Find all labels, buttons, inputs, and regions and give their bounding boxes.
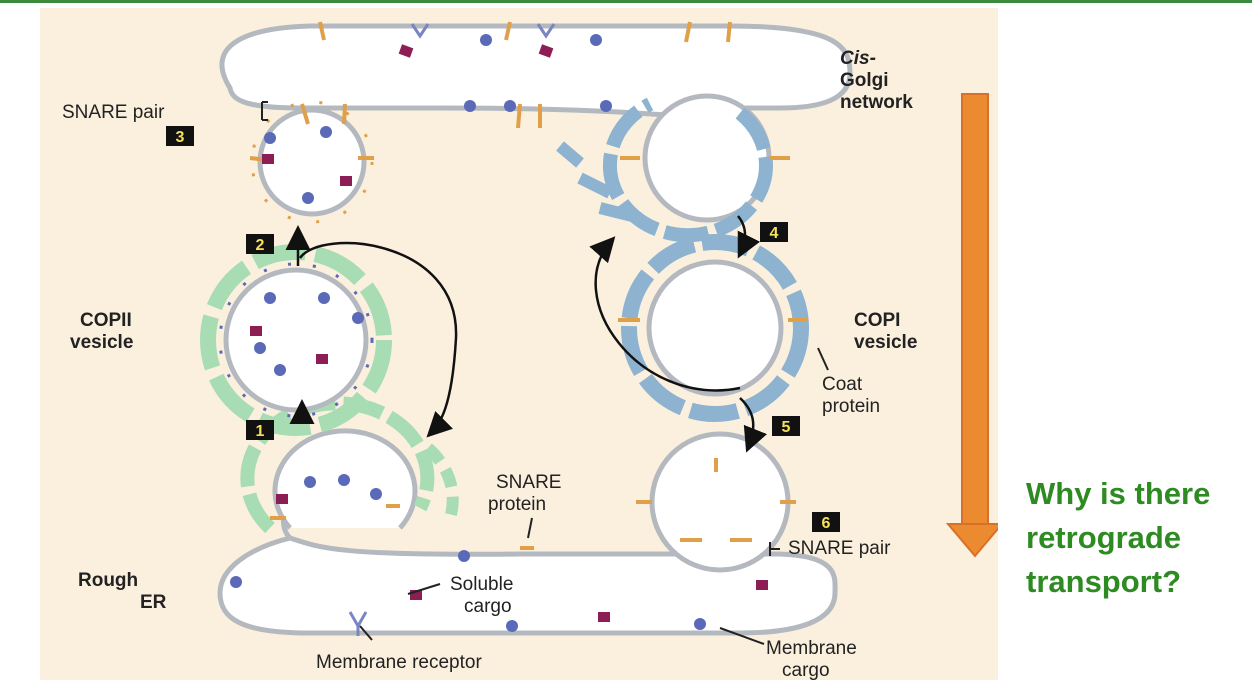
- budding-copi-vesicle: [556, 93, 773, 243]
- cis-golgi-label-2: Golgi: [840, 70, 889, 91]
- snare-pair-label-top: SNARE pair: [62, 102, 165, 123]
- cis-golgi-network: [219, 23, 853, 123]
- soluble-cargo-label-2: cargo: [464, 596, 512, 617]
- membrane-cargo-label-2: cargo: [782, 660, 830, 680]
- vesicle-docking-golgi: [250, 100, 374, 224]
- copii-vesicle: [200, 244, 392, 436]
- rough-er-label-2: ER: [140, 592, 167, 613]
- copii-label-2: vesicle: [70, 332, 133, 353]
- step-badge-label: 5: [782, 419, 791, 436]
- coat-protein-label-1: Coat: [822, 374, 863, 395]
- membrane-cargo-label-1: Membrane: [766, 638, 857, 659]
- step-badge-label: 3: [176, 129, 185, 146]
- soluble-cargo-label-1: Soluble: [450, 574, 513, 595]
- snare-protein-label-1: SNARE: [496, 472, 561, 493]
- copii-label-1: COPII: [80, 310, 132, 331]
- snare-protein-label-2: protein: [488, 494, 546, 515]
- step-badge-label: 6: [822, 515, 831, 532]
- vesicle-docking-er: [649, 431, 791, 573]
- membrane-proteins: [230, 34, 706, 632]
- question-line-1: Why is there: [1026, 476, 1211, 511]
- membrane-receptor-glyph: [348, 23, 556, 636]
- step-badge-label: 4: [770, 225, 779, 242]
- copi-vesicle: [621, 234, 809, 422]
- step-badge-label: 1: [256, 423, 265, 440]
- coat-protein-label-2: protein: [822, 396, 880, 417]
- copi-label-1: COPI: [854, 310, 900, 331]
- step-badge-5: 5: [772, 416, 800, 436]
- question-line-3: transport?: [1026, 564, 1181, 599]
- step-badge-3: 3: [166, 126, 194, 146]
- retrograde-arrow: [945, 93, 998, 558]
- top-accent-line: [0, 0, 1252, 3]
- cis-golgi-label-1: Cis-: [840, 48, 876, 69]
- step-badge-6: 6: [812, 512, 840, 532]
- step-badge-2: 2: [246, 234, 274, 254]
- rough-er-label-1: Rough: [78, 570, 138, 591]
- question-line-2: retrograde: [1026, 520, 1182, 555]
- copi-label-2: vesicle: [854, 332, 917, 353]
- vesicle-transport-diagram: 1 2 3 4 5 6 SNARE pair Cis- Golgi networ…: [40, 8, 998, 680]
- snare-proteins: [249, 21, 808, 550]
- label-leaders: [261, 101, 829, 645]
- step-badge-label: 2: [256, 237, 265, 254]
- retrograde-question: Why is there retrograde transport?: [1026, 472, 1248, 604]
- cis-golgi-label-3: network: [840, 92, 913, 113]
- step-badge-1: 1: [246, 420, 274, 440]
- membrane-receptor-label: Membrane receptor: [316, 652, 482, 673]
- snare-pair-label-bottom: SNARE pair: [788, 538, 891, 559]
- soluble-cargo-particles: [250, 44, 768, 622]
- transport-arrows: [285, 215, 768, 453]
- step-badge-4: 4: [760, 222, 788, 242]
